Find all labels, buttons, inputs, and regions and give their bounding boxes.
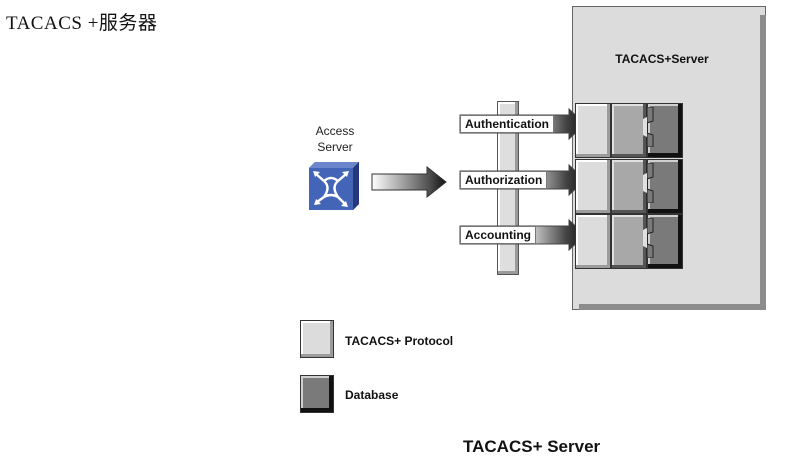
protocol-block-authorization — [575, 159, 611, 214]
access-server-label-line1: Access — [315, 124, 355, 138]
legend-label-protocol: TACACS+ Protocol — [345, 334, 454, 348]
interface-block-authentication — [611, 103, 647, 158]
legend-label-database: Database — [345, 388, 399, 402]
puzzle-connector-authentication — [643, 107, 654, 147]
service-label-accounting: Accounting — [460, 226, 536, 244]
protocol-block-authentication — [575, 103, 611, 158]
service-label-authorization: Authorization — [460, 171, 548, 189]
diagram-caption: TACACS+ Server — [463, 437, 601, 456]
access-server-label-line2: Server — [317, 140, 353, 154]
flow-arrow — [371, 166, 447, 198]
access-server-icon — [309, 162, 359, 210]
service-label-authentication: Authentication — [460, 115, 554, 133]
legend-swatch-protocol — [300, 320, 334, 358]
legend-swatch-database — [300, 375, 334, 413]
page-heading: TACACS +服务器 — [6, 13, 158, 34]
puzzle-connector-accounting — [643, 218, 654, 258]
router-arrows-icon — [315, 173, 347, 205]
interface-block-accounting — [611, 214, 647, 269]
access-server-label: Access Server — [304, 123, 366, 155]
tacacs-server-title: TACACS+Server — [615, 52, 709, 66]
puzzle-connector-authorization — [643, 163, 654, 203]
protocol-block-accounting — [575, 214, 611, 269]
